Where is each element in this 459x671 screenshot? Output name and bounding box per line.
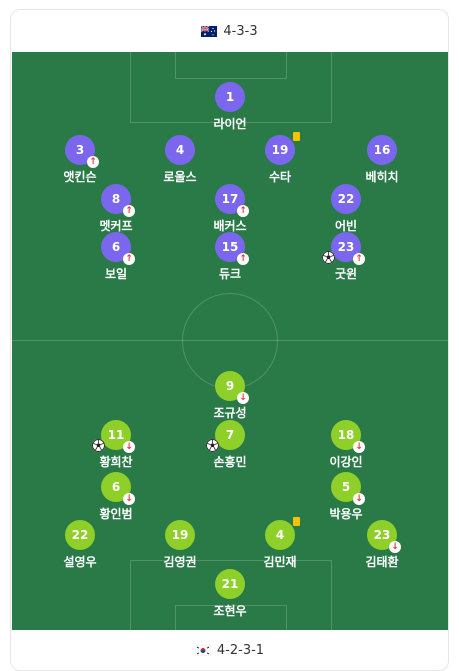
sub-up-arrow-icon: ↑ (237, 253, 249, 265)
aus-player[interactable]: 16 베히치 (342, 135, 422, 185)
aus-player[interactable]: 22 어빈 (306, 184, 386, 234)
kor-player[interactable]: 19 김영권 (140, 520, 220, 570)
australia-flag-icon (201, 25, 218, 37)
top-goal-box (175, 52, 287, 79)
sub-down-arrow-icon: ↓ (353, 493, 365, 505)
home-formation: 4-3-3 (223, 23, 258, 39)
sub-down-arrow-icon: ↓ (389, 541, 401, 553)
yellow-card-icon (293, 517, 300, 526)
aus-player[interactable]: 8↑ 멧커프 (76, 184, 156, 234)
kor-player[interactable]: 23↓ 김태환 (342, 520, 422, 570)
sub-down-arrow-icon: ↓ (353, 441, 365, 453)
sub-up-arrow-icon: ↑ (123, 205, 135, 217)
bottom-goal-box (175, 605, 287, 630)
aus-player[interactable]: 4 로울스 (140, 135, 220, 185)
sub-up-arrow-icon: ↑ (353, 253, 365, 265)
sub-down-arrow-icon: ↓ (123, 441, 135, 453)
sub-down-arrow-icon: ↓ (123, 493, 135, 505)
kor-player[interactable]: 7 손흥민 (190, 420, 270, 470)
bottom-penalty-box (130, 560, 332, 630)
home-formation-header: 4-3-3 (11, 10, 448, 52)
sub-up-arrow-icon: ↑ (87, 156, 99, 168)
yellow-card-icon (293, 132, 300, 141)
kor-player[interactable]: 11 ↓ 황희찬 (76, 420, 156, 470)
kor-player[interactable]: 9↓ 조규성 (190, 371, 270, 421)
aus-player[interactable]: 6↑ 보일 (76, 232, 156, 282)
away-formation-footer: 4-2-3-1 (11, 630, 448, 670)
kor-player[interactable]: 22 설영우 (40, 520, 120, 570)
aus-player[interactable]: 19 수타 (240, 132, 320, 185)
kor-player[interactable]: 21 조현우 (190, 569, 270, 619)
aus-player[interactable]: 1 라이언 (190, 82, 270, 132)
aus-player[interactable]: 23 ↑ 굿윈 (306, 232, 386, 282)
lineup-card: 4-3-3 1 라이언 3↑ 앳킨슨 4 로울스 19 수타 16 베히치 (10, 9, 449, 671)
aus-player[interactable]: 15↑ 듀크 (190, 232, 270, 282)
away-formation: 4-2-3-1 (216, 642, 265, 658)
goal-ball-icon (206, 439, 219, 452)
aus-player[interactable]: 3↑ 앳킨슨 (40, 135, 120, 185)
sub-up-arrow-icon: ↑ (123, 253, 135, 265)
kor-player[interactable]: 6↓ 황인범 (76, 472, 156, 522)
pitch: 1 라이언 3↑ 앳킨슨 4 로울스 19 수타 16 베히치 8↑ 멧커프 1… (12, 52, 448, 630)
aus-player[interactable]: 17↑ 배커스 (190, 184, 270, 234)
sub-down-arrow-icon: ↓ (237, 392, 249, 404)
sub-up-arrow-icon: ↑ (237, 205, 249, 217)
kor-player[interactable]: 5↓ 박용우 (306, 472, 386, 522)
goal-ball-icon (322, 251, 335, 264)
top-penalty-box (130, 52, 332, 123)
kor-player[interactable]: 4 김민재 (240, 517, 320, 570)
kor-player[interactable]: 18↓ 이강인 (306, 420, 386, 470)
goal-ball-icon (92, 439, 105, 452)
south-korea-flag-icon (194, 644, 211, 656)
